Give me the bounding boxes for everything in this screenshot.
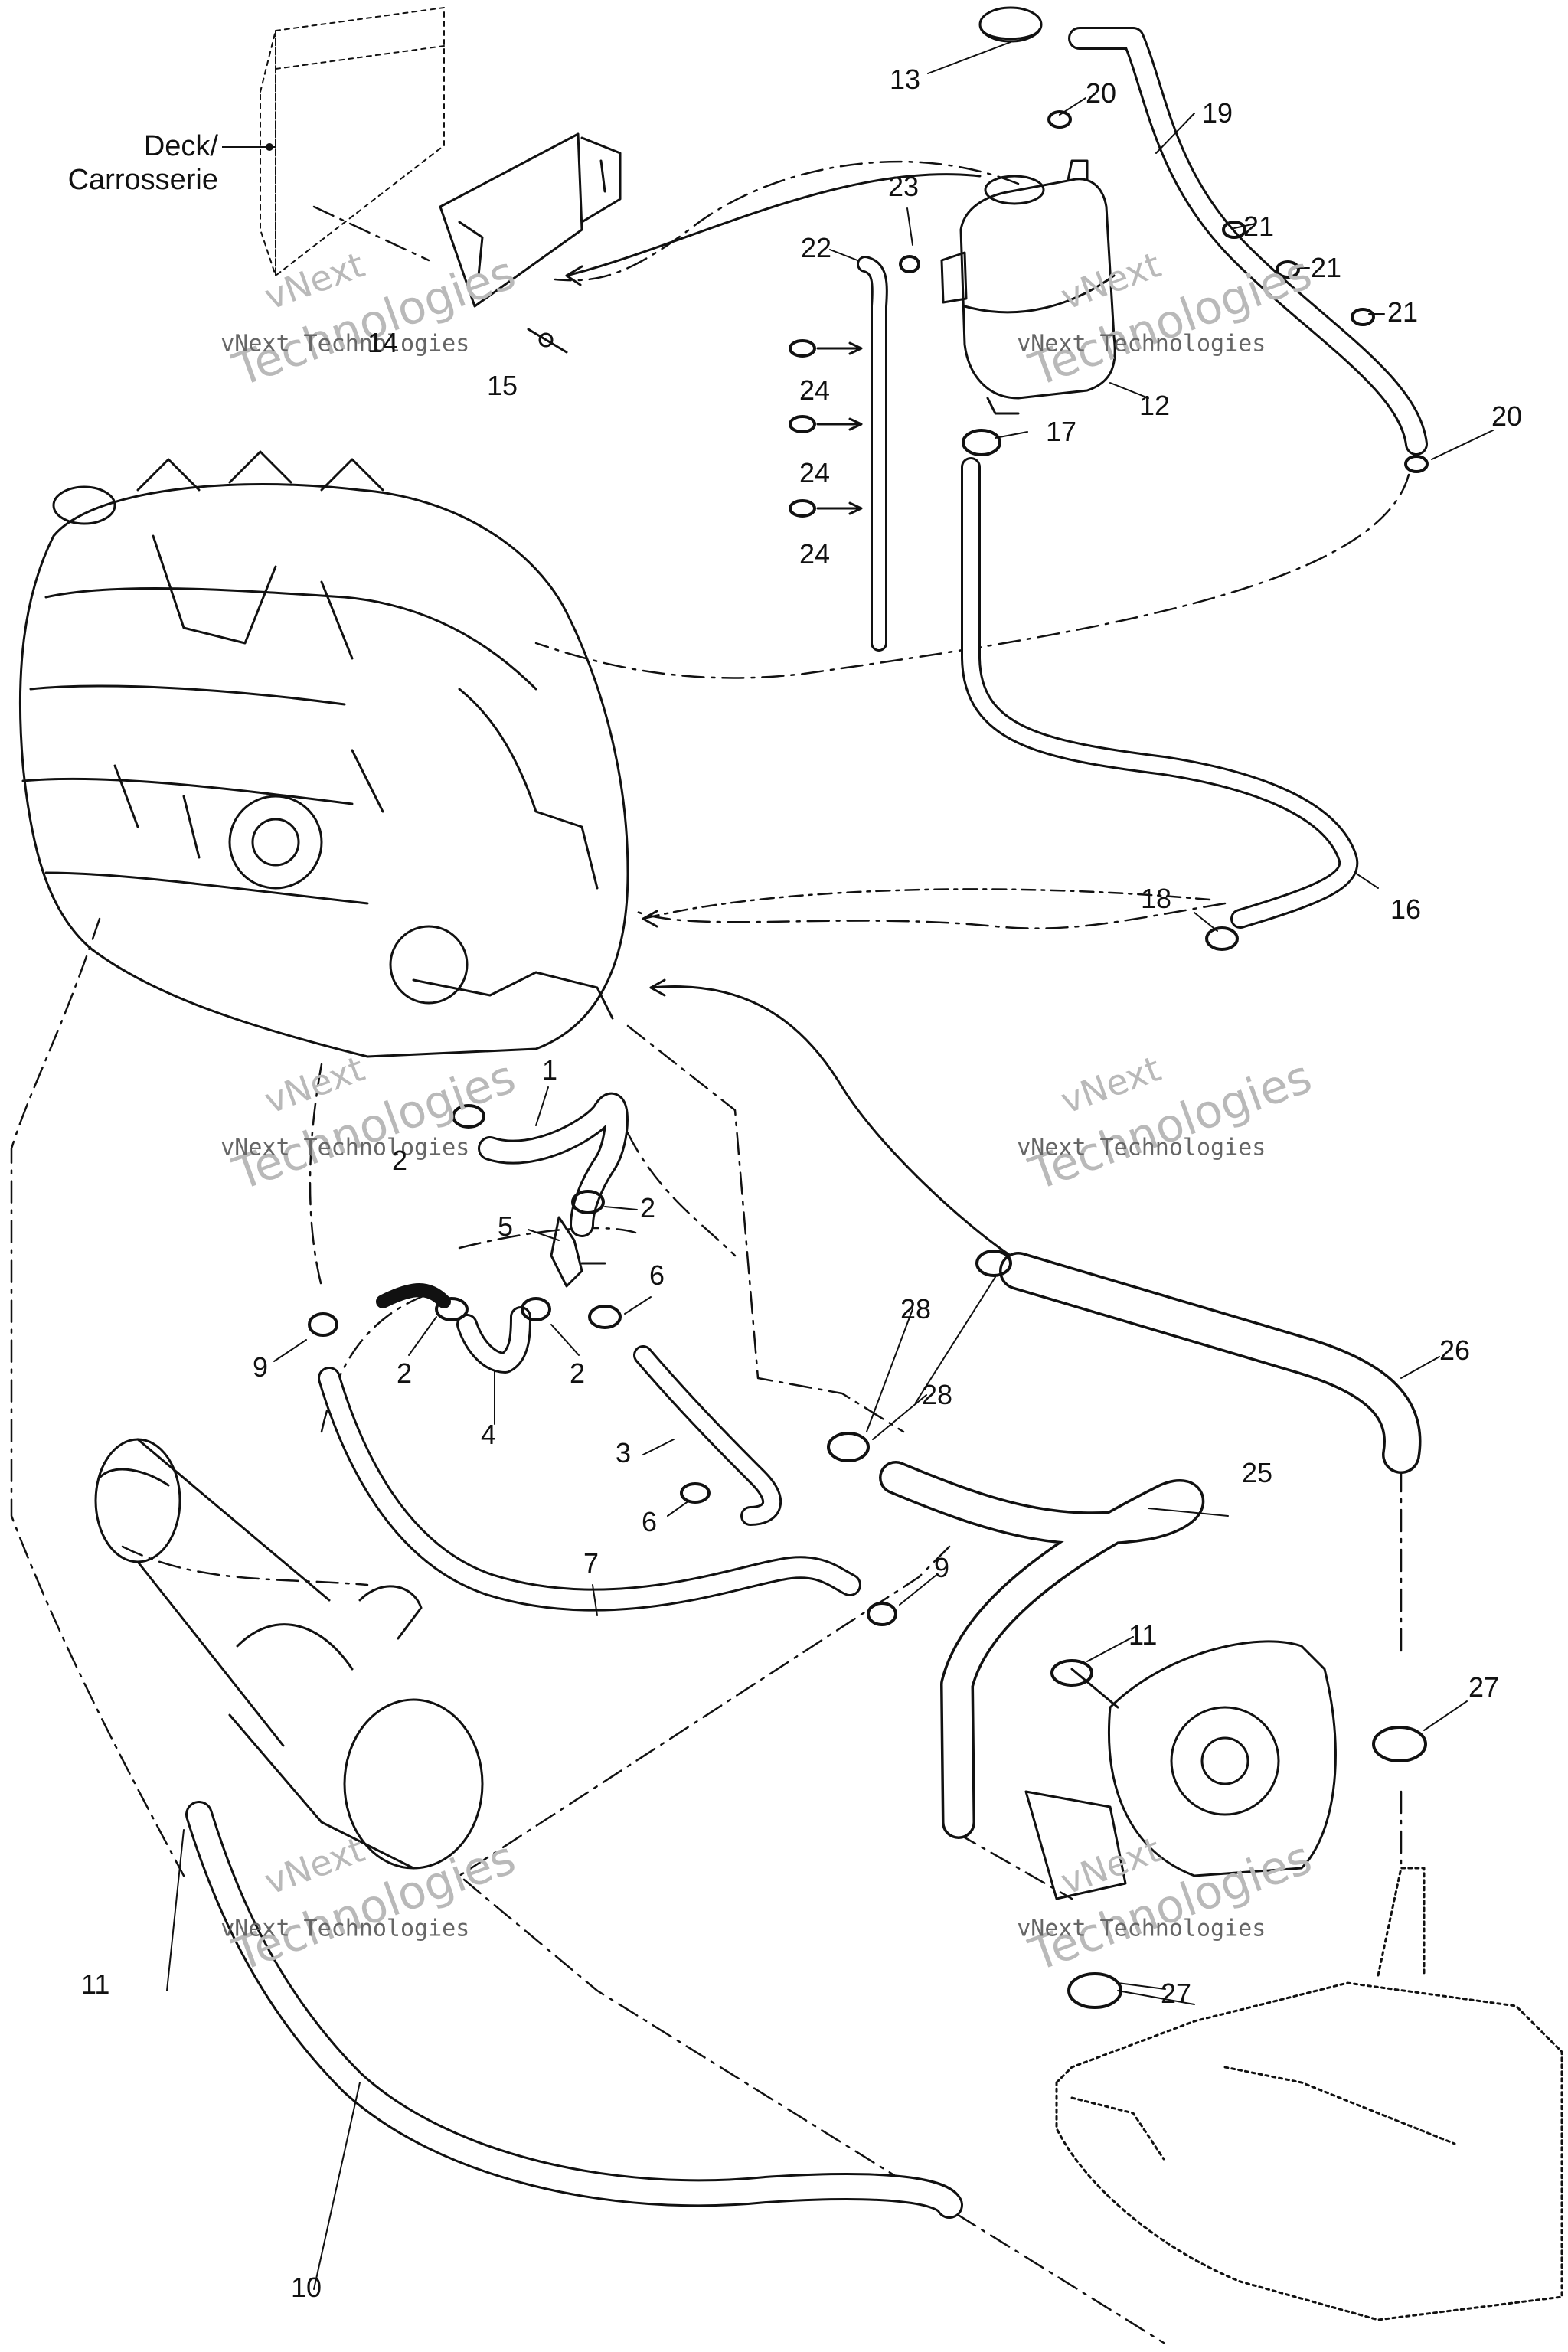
deck-label: Deck/ Carrosserie	[31, 130, 218, 197]
jet-pump	[1024, 1640, 1337, 1900]
deck-panel	[260, 7, 445, 276]
callout-11: 11	[1129, 1619, 1158, 1651]
callout-19: 19	[1202, 97, 1233, 129]
deck-label-line2: Carrosserie	[67, 163, 218, 196]
callout-2: 2	[640, 1192, 656, 1223]
callout-9: 9	[934, 1552, 950, 1583]
callout-2: 2	[397, 1357, 413, 1389]
arrow-to-engine	[642, 888, 1211, 920]
mounting-bracket	[439, 132, 622, 308]
clamp-24-arrows	[816, 341, 863, 515]
hull-plate	[1055, 1867, 1563, 2321]
hose-engine-feed	[649, 978, 1012, 1257]
hose-10	[185, 1801, 963, 2219]
hose-25	[879, 1461, 1205, 1839]
callout-6: 6	[642, 1506, 658, 1537]
callout-25: 25	[1242, 1457, 1273, 1488]
callout-1: 1	[542, 1054, 558, 1086]
callout-3: 3	[616, 1437, 632, 1468]
callout-12: 12	[1139, 390, 1171, 421]
callout-24: 24	[799, 538, 831, 570]
callout-2: 2	[570, 1357, 586, 1389]
deck-label-line1: Deck/	[143, 130, 218, 162]
pressure-cap	[978, 6, 1043, 43]
callout-22: 22	[801, 232, 832, 263]
coolant-reservoir	[940, 159, 1116, 415]
callout-2: 2	[392, 1145, 408, 1176]
hose-7	[318, 1367, 861, 1612]
leader-lines	[166, 41, 1494, 2290]
callout-16: 16	[1390, 893, 1422, 925]
callout-11: 11	[81, 1968, 110, 2000]
hose-3	[633, 1345, 782, 1526]
callout-20: 20	[1086, 77, 1117, 109]
callout-23: 23	[888, 171, 920, 202]
muffler	[94, 1438, 484, 1870]
callout-13: 13	[890, 64, 921, 95]
callout-14: 14	[368, 327, 399, 358]
hose-22	[857, 256, 888, 652]
callout-26: 26	[1439, 1334, 1471, 1366]
callout-4: 4	[481, 1419, 497, 1450]
hose-26	[999, 1252, 1422, 1474]
callout-18: 18	[1141, 883, 1172, 914]
callout-28: 28	[922, 1379, 953, 1410]
callout-27: 27	[1161, 1978, 1192, 2009]
callout-7: 7	[583, 1547, 599, 1579]
hose-clamps	[308, 110, 1429, 2009]
callout-5: 5	[498, 1210, 514, 1242]
hose-19	[1068, 27, 1428, 456]
callout-21: 21	[1311, 252, 1342, 283]
callout-20: 20	[1491, 400, 1523, 432]
callout-6: 6	[649, 1259, 665, 1291]
callout-17: 17	[1046, 416, 1077, 447]
hose-16	[961, 457, 1359, 929]
callout-24: 24	[799, 457, 831, 488]
callout-9: 9	[253, 1351, 269, 1383]
t-fitting	[550, 1216, 606, 1288]
callout-15: 15	[487, 370, 518, 401]
hose-4	[456, 1306, 531, 1374]
leader-bracket-arrow	[565, 173, 982, 277]
hose-2-small	[376, 1283, 451, 1308]
callout-28: 28	[900, 1293, 932, 1325]
screw-15	[527, 328, 568, 354]
engine-block	[18, 450, 629, 1058]
callout-21: 21	[1387, 296, 1419, 328]
callout-27: 27	[1468, 1671, 1500, 1703]
callout-21: 21	[1243, 211, 1275, 242]
callout-10: 10	[291, 2272, 322, 2303]
callout-24: 24	[799, 374, 831, 406]
